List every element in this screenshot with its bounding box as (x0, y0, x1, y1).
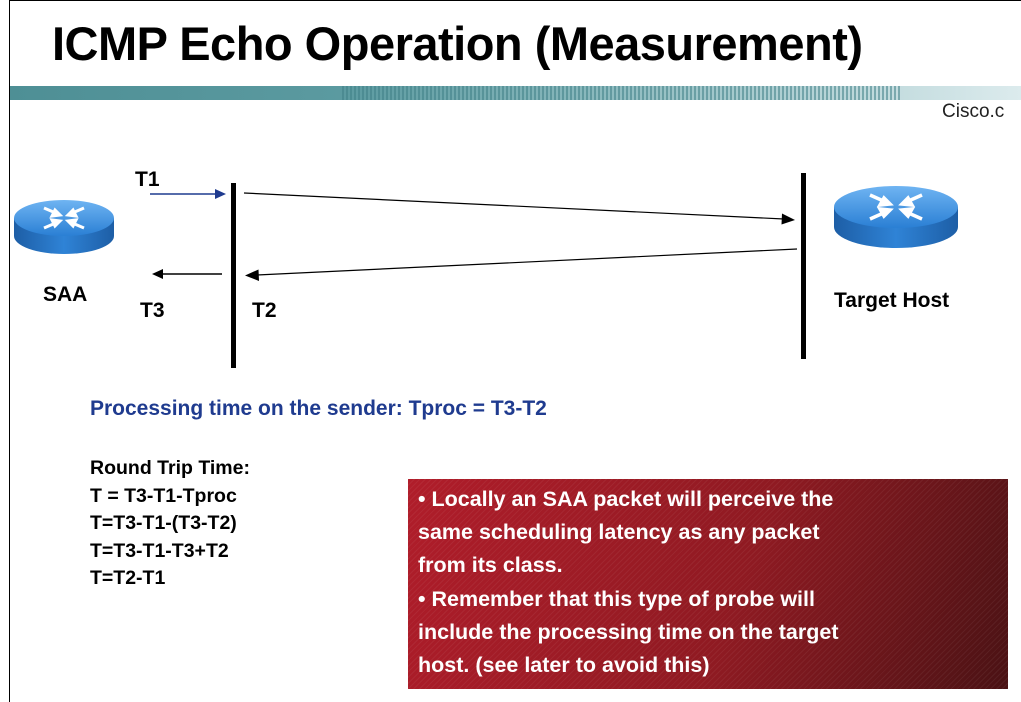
target-router-icon (834, 186, 958, 248)
note-box: • Locally an SAA packet will perceive th… (408, 479, 1008, 689)
slide-title: ICMP Echo Operation (Measurement) (52, 17, 863, 70)
note-line-6: host. (see later to avoid this) (418, 653, 710, 677)
t1-label: T1 (135, 168, 160, 191)
slide-frame-top (9, 0, 1021, 1)
echo-request-arrow (243, 192, 795, 225)
t3-label: T3 (140, 299, 165, 322)
target-timeline (801, 173, 806, 359)
slide-frame-left (9, 0, 10, 702)
t2-label: T2 (252, 299, 277, 322)
sender-timeline (231, 183, 236, 368)
sender-label: SAA (43, 283, 88, 306)
round-trip-block: Round Trip Time: T = T3-T1-Tproc T=T3-T1… (90, 455, 250, 593)
note-line-4: • Remember that this type of probe will (418, 587, 815, 611)
t1-arrow (150, 189, 226, 199)
echo-reply-arrow (245, 248, 798, 281)
note-line-5: include the processing time on the targe… (418, 620, 839, 644)
note-line-1: • Locally an SAA packet will perceive th… (418, 487, 834, 511)
processing-time-text: Processing time on the sender: Tproc = T… (90, 397, 547, 420)
rtt-formula-3: T=T3-T1-T3+T2 (90, 539, 229, 562)
rtt-formula-2: T=T3-T1-(T3-T2) (90, 512, 237, 534)
brand-text: Cisco.c (942, 101, 1005, 122)
note-line-3: from its class. (418, 553, 563, 577)
rtt-formula-1: T = T3-T1-Tproc (90, 484, 237, 507)
note-line-2: same scheduling latency as any packet (418, 520, 820, 544)
sender-router-icon (14, 200, 114, 254)
round-trip-heading: Round Trip Time: (90, 457, 250, 479)
t3-arrow (152, 269, 222, 279)
rtt-formula-4: T=T2-T1 (90, 567, 166, 589)
target-host-label: Target Host (834, 289, 950, 312)
title-band (10, 86, 1021, 100)
